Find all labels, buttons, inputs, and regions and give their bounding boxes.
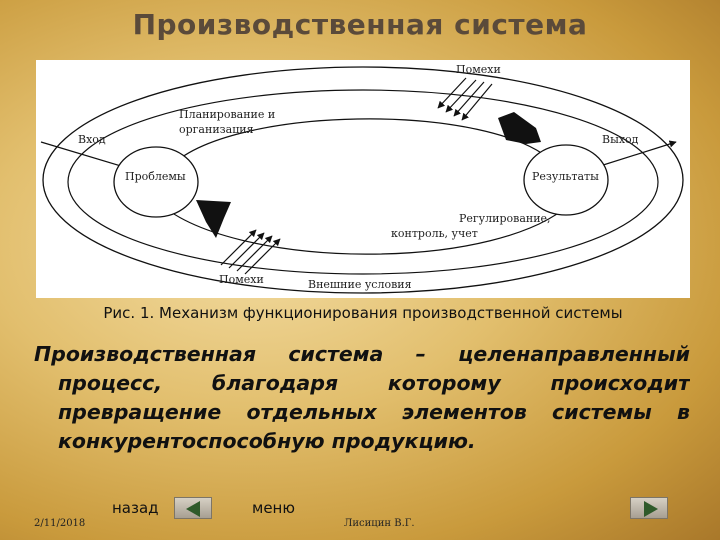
prev-slide-button[interactable] [174,497,212,519]
label-vhod: Вход [78,133,106,146]
label-pomehi-top: Помехи [456,63,501,76]
label-planning-1: Планирование и [179,108,276,121]
right-arrow-icon [644,501,658,517]
slide-title: Производственная система [132,8,588,41]
footer-date: 2/11/2018 [34,518,86,529]
label-pomehi-bottom: Помехи [219,273,264,286]
back-button[interactable]: назад [112,499,159,517]
next-slide-button[interactable] [630,497,668,519]
disturbance-blob [196,200,231,238]
outer-ellipse [42,66,684,294]
definition-line: превращение отдельных элементов системы … [58,400,690,424]
left-arrow-icon [186,501,200,517]
label-regulation-1: Регулирование, [459,212,551,225]
definition-line: процесс, благодаря которому происходит [58,371,690,395]
label-planning-2: организация [179,123,254,136]
label-external-conditions: Внешние условия [308,278,412,291]
label-vyhod: Выход [602,133,639,146]
definition-line: конкурентоспособную продукцию. [58,429,476,453]
label-rezultaty: Результаты [532,170,599,183]
middle-ellipse [67,89,659,275]
inner-bottom-arc [155,197,577,255]
disturbance-blob [498,112,541,144]
figure-caption: Рис. 1. Механизм функционирования произв… [103,304,623,322]
production-system-diagram [40,66,684,294]
diagram-figure: Помехи Планирование и организация Вход В… [36,60,690,298]
definition-text: Производственная система – целенаправлен… [34,340,690,456]
interference-arrow-icon [220,229,281,275]
interference-arrow-icon [437,77,493,121]
menu-button[interactable]: меню [252,499,295,517]
problems-circle [113,146,199,218]
label-regulation-2: контроль, учет [391,227,478,240]
label-problemy: Проблемы [125,170,186,183]
results-circle [523,144,609,216]
footer-author: Лисицин В.Г. [344,518,415,529]
definition-line: Производственная система – целенаправлен… [34,342,690,366]
